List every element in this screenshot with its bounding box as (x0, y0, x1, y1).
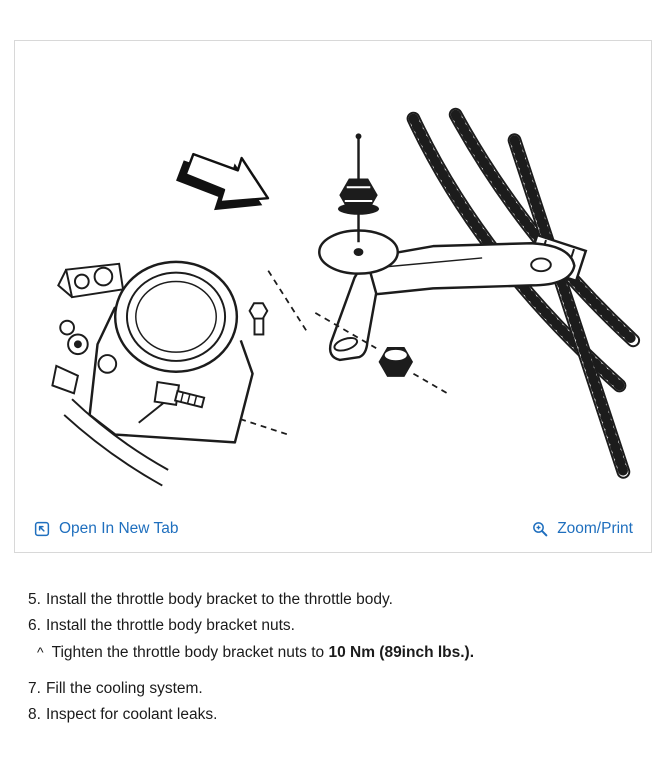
step-7: 7.Fill the cooling system. (28, 676, 662, 702)
bracket-leg (328, 256, 378, 362)
throttle-body-bracket-diagram (51, 107, 641, 487)
substep-text: Tighten the throttle body bracket nuts t… (51, 644, 329, 661)
stud-and-nut (337, 133, 380, 243)
step-6-number: 6. (28, 617, 41, 634)
instruction-steps: 5.Install the throttle body bracket to t… (28, 587, 662, 728)
figure-panel: Open In New Tab Zoom/Print (14, 40, 652, 553)
step-6-text: Install the throttle body bracket nuts. (45, 617, 295, 634)
open-in-new-tab-label: Open In New Tab (59, 520, 179, 537)
step-8-number: 8. (28, 706, 41, 723)
braided-hoses (406, 107, 641, 479)
step-5-text: Install the throttle body bracket to the… (45, 591, 393, 608)
step-5-number: 5. (28, 591, 41, 608)
torque-spec: 10 Nm (89inch lbs.). (328, 644, 475, 661)
step-6: 6.Install the throttle body bracket nuts… (28, 613, 662, 639)
zoom-print-link[interactable]: Zoom/Print (531, 520, 633, 538)
mounting-bolt (153, 380, 206, 409)
step-5: 5.Install the throttle body bracket to t… (28, 587, 662, 613)
step-6-substep: ^ Tighten the throttle body bracket nuts … (28, 639, 662, 666)
zoom-print-label: Zoom/Print (557, 520, 633, 537)
open-in-new-tab-icon (34, 521, 50, 537)
zoom-magnifier-icon (533, 522, 548, 537)
pointer-arrow-icon (176, 152, 270, 211)
step-7-text: Fill the cooling system. (45, 680, 203, 697)
substep-caret-marker: ^ (37, 644, 44, 660)
loose-hex-nut (378, 347, 414, 377)
open-in-new-tab-link[interactable]: Open In New Tab (33, 520, 178, 538)
step-7-number: 7. (28, 680, 41, 697)
throttle-body (51, 260, 269, 487)
bracket-arm (365, 241, 576, 297)
diagram-area (15, 41, 651, 512)
figure-footer: Open In New Tab Zoom/Print (15, 512, 651, 552)
step-8: 8.Inspect for coolant leaks. (28, 702, 662, 728)
step-8-text: Inspect for coolant leaks. (45, 706, 218, 723)
